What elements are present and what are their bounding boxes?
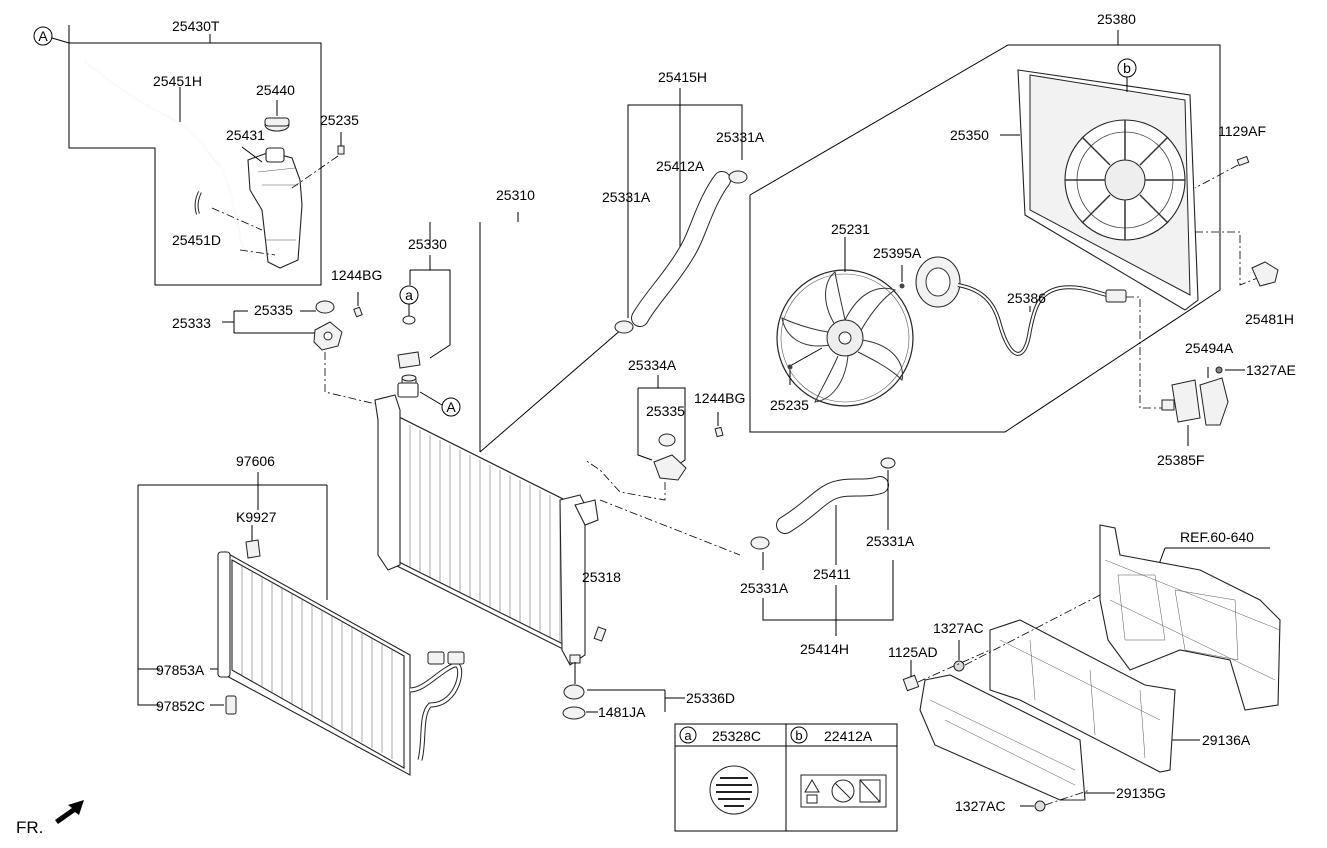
label-29135G: 29135G [1116,785,1166,801]
label-25331A-top: 25331A [716,129,765,145]
label-1327AE: 1327AE [1246,362,1296,378]
legend-a-part: 25328C [712,728,761,744]
label-REF-60-640: REF.60-640 [1180,529,1254,545]
label-25411: 25411 [813,566,851,582]
carrier-group [902,524,1281,812]
lower-hose-group [750,457,896,636]
label-25415H: 25415H [658,69,707,85]
callout-A-radiator-letter: A [446,399,456,415]
label-25440: 25440 [256,82,295,98]
callout-a [399,285,419,305]
legend-b-part: 22412A [824,728,873,744]
label-25331A-bottom: 25331A [740,580,789,596]
label-29136A: 29136A [1202,732,1251,748]
label-25231: 25231 [831,221,870,237]
label-1244BG-right: 1244BG [694,390,745,406]
label-25318: 25318 [582,569,621,585]
condenser-group [137,472,465,776]
fan-shroud-group [749,30,1279,446]
label-97853A: 97853A [156,662,205,678]
callout-A-top-letter: A [38,28,48,44]
label-25333: 25333 [172,315,211,331]
label-1327AC-bottom: 1327AC [955,798,1006,814]
legend-b-letter: b [795,728,802,743]
label-25350: 25350 [950,127,989,143]
label-25334A: 25334A [628,357,677,373]
label-25331A-right: 25331A [866,533,915,549]
label-25451D: 25451D [172,232,221,248]
radiator [374,212,631,666]
label-25330: 25330 [408,236,447,252]
label-25395A: 25395A [873,245,922,261]
legend-table [674,723,898,832]
callout-A-top [33,26,53,46]
callout-b-letter: b [1123,60,1131,76]
label-25336D: 25336D [686,690,735,706]
label-25494A: 25494A [1185,340,1234,356]
bracket-25333-group [222,292,381,406]
label-25235-fan: 25235 [770,397,809,413]
reservoir-group [68,25,345,286]
label-25235-top: 25235 [320,112,359,128]
callout-a-letter: a [405,287,413,303]
label-1327AC-top: 1327AC [933,620,984,636]
label-25335-right: 25335 [646,403,685,419]
bracket-25334A-group [584,375,741,556]
label-25385F: 25385F [1157,452,1204,468]
label-1244BG-left: 1244BG [331,267,382,283]
label-25310: 25310 [496,187,535,203]
upper-hose-group [614,88,748,334]
label-97606: 97606 [236,453,275,469]
cap-25330-group [397,255,451,389]
label-25380: 25380 [1097,11,1136,27]
callout-A-radiator [441,397,461,417]
label-K9927: K9927 [236,509,277,525]
front-label: FR. [16,818,43,837]
label-25335-left: 25335 [254,302,293,318]
label-1125AD: 1125AD [888,644,938,660]
label-97852C: 97852C [156,698,205,714]
label-25386: 25386 [1007,290,1046,306]
label-25431: 25431 [226,127,265,143]
front-arrow-icon [55,800,84,824]
label-25430T: 25430T [172,18,220,34]
label-1129AF: 1129AF [1218,123,1266,139]
label-25331A-left: 25331A [602,189,651,205]
label-1481JA: 1481JA [598,704,646,720]
label-25481H: 25481H [1245,311,1294,327]
legend-a-letter: a [684,728,692,743]
label-25451H: 25451H [153,73,202,89]
label-25412A: 25412A [656,158,705,174]
label-25414H: 25414H [800,641,849,657]
insulator-group [562,662,685,720]
